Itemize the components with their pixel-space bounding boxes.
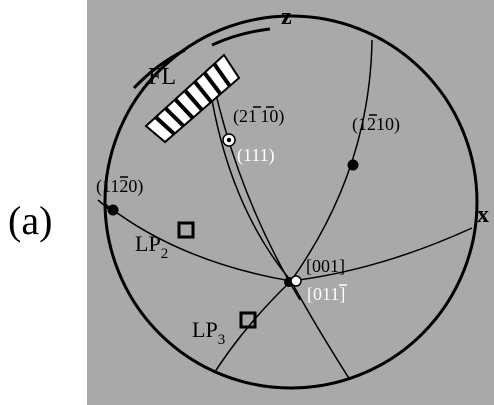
fl-hatched-region — [144, 53, 241, 144]
trace-zone-001-to-bottom-left — [207, 280, 292, 384]
axis-label-x: x — [477, 202, 489, 228]
trace-001-to-right-edge — [290, 227, 473, 282]
fl-hatch-stripe — [202, 71, 223, 96]
fl-hatch-stripe — [183, 89, 204, 112]
trace-zone-001-to-bottom-right — [290, 280, 353, 384]
pole-label-111: (111) — [237, 145, 275, 166]
lp2-square-marker — [177, 221, 195, 239]
pole-label-001: [001] — [306, 256, 345, 276]
pole-1120-dot — [107, 204, 119, 216]
axis-label-z: z — [281, 4, 292, 30]
pole-label-011: [011] — [307, 284, 345, 304]
trace-1120-to-001 — [105, 203, 292, 282]
great-circle-traces — [105, 39, 473, 384]
fl-hatch-stripe — [193, 80, 213, 104]
fl-hatch-stripe — [164, 106, 185, 128]
pole-011-white-ring — [290, 275, 302, 287]
trace-2110-to-001 — [211, 99, 292, 282]
fl-outer-arc — [211, 27, 271, 47]
pole-label-1120: (1120) — [96, 176, 143, 197]
fl-hatch-stripe — [212, 62, 232, 88]
lp2-label: LP2 — [135, 231, 168, 262]
gray-background — [87, 0, 494, 405]
lp3-label: LP3 — [192, 317, 225, 348]
pole-2110-dot — [226, 137, 232, 143]
trace-2110-vertical — [213, 85, 301, 301]
fl-hatch-stripe — [173, 98, 195, 120]
fl-label: FL — [148, 64, 176, 90]
lp3-square-marker — [239, 311, 257, 329]
panel-label: (a) — [8, 198, 52, 243]
fl-hatch-stripe — [154, 115, 176, 136]
projection-circle — [103, 14, 479, 390]
pole-label-1210: (1210) — [352, 114, 400, 135]
fl-inner-arc — [132, 48, 186, 90]
pole-1210-dot — [347, 159, 359, 171]
